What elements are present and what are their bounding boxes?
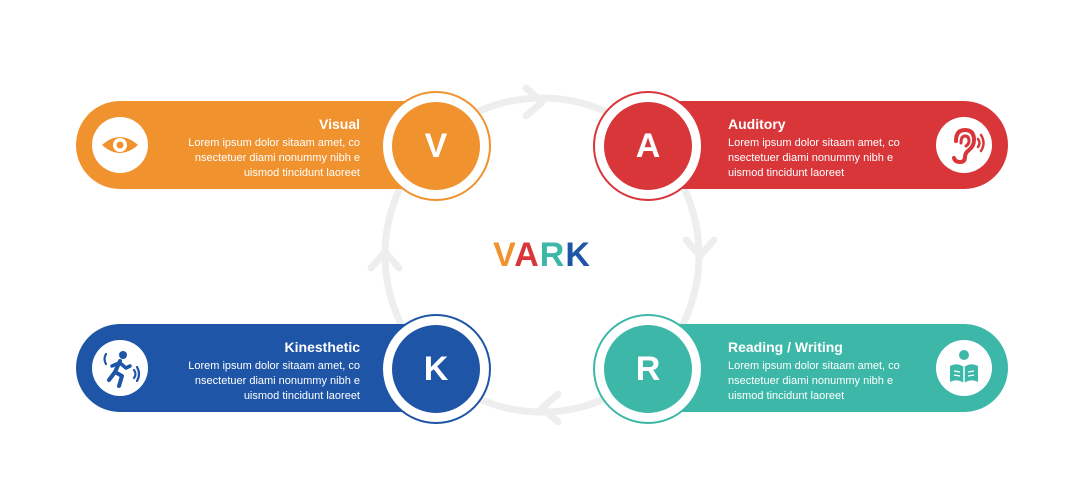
vark-center-title: VARK <box>442 232 642 278</box>
kinesthetic-icon-circle <box>92 340 148 396</box>
cycle-arrow-bottom <box>538 390 562 426</box>
kinesthetic-letter: K <box>392 325 480 413</box>
cycle-arrow-right <box>682 236 718 260</box>
reading-text: Reading / Writing Lorem ipsum dolor sita… <box>728 338 928 404</box>
auditory-title: Auditory <box>728 116 786 132</box>
visual-text: Visual Lorem ipsum dolor sitaam amet, co… <box>160 115 360 181</box>
auditory-letter-badge: A <box>593 91 703 201</box>
visual-description: Lorem ipsum dolor sitaam amet, co nsecte… <box>188 137 360 179</box>
visual-title: Visual <box>319 116 360 132</box>
reading-title: Reading / Writing <box>728 339 843 355</box>
reading-icon-circle <box>936 340 992 396</box>
center-letter-a: A <box>514 236 540 274</box>
visual-banner: Visual Lorem ipsum dolor sitaam amet, co… <box>76 101 456 189</box>
running-person-icon <box>103 351 141 388</box>
visual-letter: V <box>392 102 480 190</box>
auditory-description: Lorem ipsum dolor sitaam amet, co nsecte… <box>728 137 900 179</box>
reading-letter: R <box>604 325 692 413</box>
kinesthetic-letter-badge: K <box>381 314 491 424</box>
kinesthetic-text: Kinesthetic Lorem ipsum dolor sitaam ame… <box>160 338 360 404</box>
reading-letter-badge: R <box>593 314 703 424</box>
center-letter-k: K <box>565 236 591 274</box>
eye-icon <box>102 137 138 153</box>
center-letter-r: R <box>539 236 566 274</box>
reading-person-icon <box>950 350 978 383</box>
visual-icon-circle <box>92 117 148 173</box>
auditory-icon-circle <box>936 117 992 173</box>
reading-description: Lorem ipsum dolor sitaam amet, co nsecte… <box>728 360 900 402</box>
ear-icon <box>952 127 985 165</box>
cycle-arrow-top <box>522 84 546 120</box>
center-letter-v: V <box>493 236 515 274</box>
kinesthetic-title: Kinesthetic <box>284 339 360 355</box>
kinesthetic-description: Lorem ipsum dolor sitaam amet, co nsecte… <box>188 360 360 402</box>
auditory-text: Auditory Lorem ipsum dolor sitaam amet, … <box>728 115 928 181</box>
cycle-arrow-left <box>367 248 403 272</box>
auditory-letter: A <box>604 102 692 190</box>
visual-letter-badge: V <box>381 91 491 201</box>
